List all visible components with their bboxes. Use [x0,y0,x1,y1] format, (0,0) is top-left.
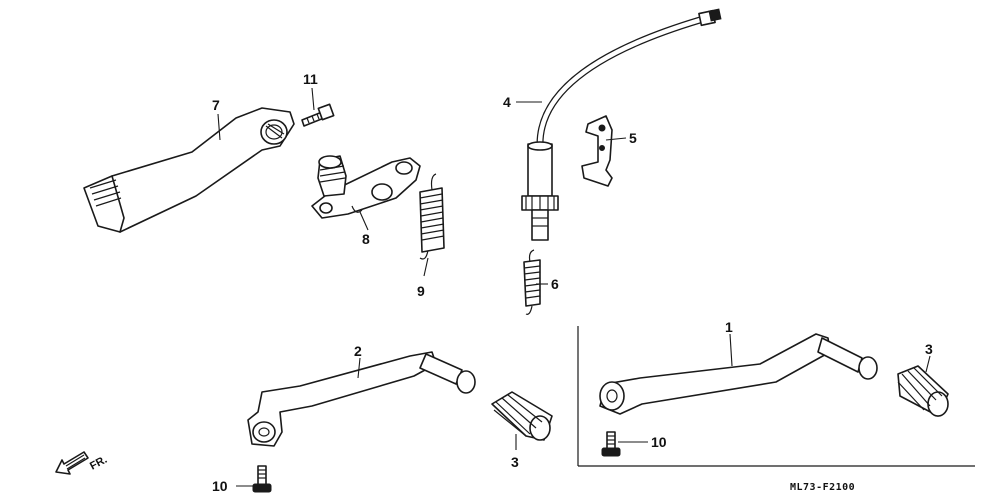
bracket-part-5 [581,115,613,187]
callout-11: 11 [303,71,318,87]
spring-part-9 [419,173,445,260]
stop-switch-part [521,8,722,241]
gearshift-pedal-part-2 [247,351,476,447]
leader-lines [217,87,931,487]
gearshift-pedal-part-1 [599,333,878,415]
pedal-rubber-part-3-inset [897,365,949,417]
callout-10-lower: 10 [212,478,228,494]
inset-frame [577,326,975,467]
callout-7: 7 [212,97,220,113]
pedal-rubber-part-3-lower [491,391,553,441]
callout-10-inset: 10 [651,434,667,450]
brake-pedal-part [83,107,295,233]
pivot-plate-part [311,155,421,219]
callout-3-inset: 3 [925,341,933,357]
bolt-part-11 [301,103,335,127]
callout-1: 1 [725,319,733,335]
callout-8: 8 [362,231,370,247]
callout-5: 5 [629,130,637,146]
callout-6: 6 [551,276,559,292]
bolt-part-10-inset [601,431,621,457]
front-direction-arrow-icon [55,451,89,475]
callout-2: 2 [354,343,362,359]
callout-9: 9 [417,283,425,299]
bolt-part-10-lower [252,465,272,493]
callout-4: 4 [503,94,511,110]
callout-3-lower: 3 [511,454,519,470]
diagram-code: ML73-F2100 [790,482,856,493]
spring-part-6 [523,249,541,315]
